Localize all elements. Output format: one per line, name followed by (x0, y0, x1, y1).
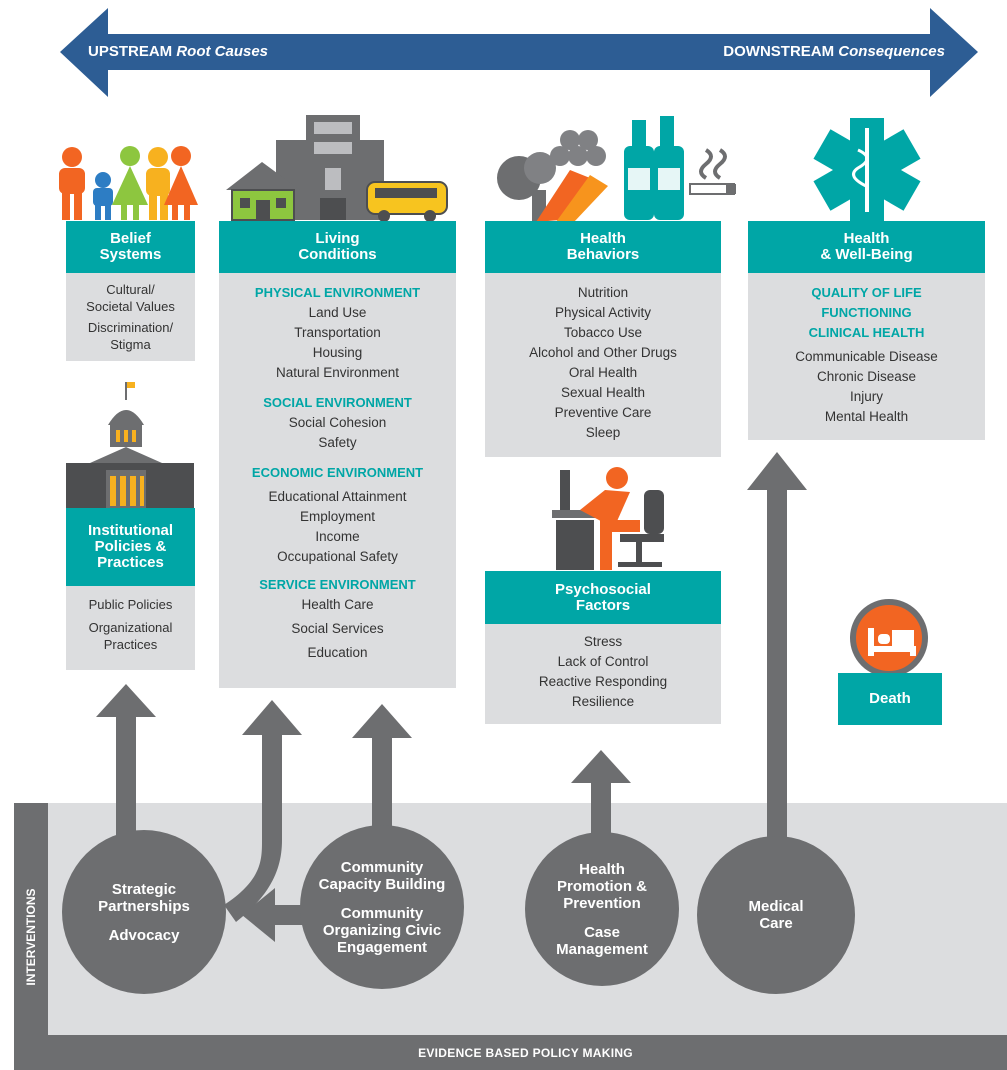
star-of-life-icon (813, 118, 921, 222)
computer-user-icon (552, 467, 664, 570)
upstream-downstream-arrow (60, 8, 978, 97)
capitol-icon (66, 382, 194, 508)
people-icon (59, 146, 198, 220)
upstream-label: UPSTREAM Root Causes (88, 43, 269, 60)
evidence-label: EVIDENCE BASED POLICY MAKING (418, 1045, 633, 1060)
health-behaviors-card: Nutrition Physical Activity Tobacco Use … (485, 273, 721, 457)
death-box: Death (838, 673, 942, 725)
belief-systems-card: Cultural/ Societal Values Discrimination… (66, 273, 195, 361)
downstream-label: DOWNSTREAM Consequences (723, 43, 945, 60)
bed-icon (850, 599, 928, 677)
health-promotion-circle: Health Promotion & Prevention Case Manag… (525, 832, 679, 986)
health-wellbeing-card: QUALITY OF LIFE FUNCTIONING CLINICAL HEA… (748, 273, 985, 440)
living-conditions-card: PHYSICAL ENVIRONMENT Land Use Transporta… (219, 273, 456, 688)
community-capacity-circle: Community Capacity Building Community Or… (300, 825, 464, 989)
institutional-card: Public Policies Organizational Practices (66, 586, 195, 670)
city-icon (226, 115, 448, 222)
evidence-bar: EVIDENCE BASED POLICY MAKING (14, 1035, 1007, 1070)
strategic-partnerships-circle: Strategic Partnerships Advocacy (62, 830, 226, 994)
health-wellbeing-header: Health& Well-Being (748, 221, 985, 273)
psychosocial-card: Stress Lack of Control Reactive Respondi… (485, 624, 721, 724)
medical-care-circle: Medical Care (697, 836, 855, 994)
interventions-side-bar (14, 803, 48, 1070)
food-bottles-icon (497, 116, 736, 222)
